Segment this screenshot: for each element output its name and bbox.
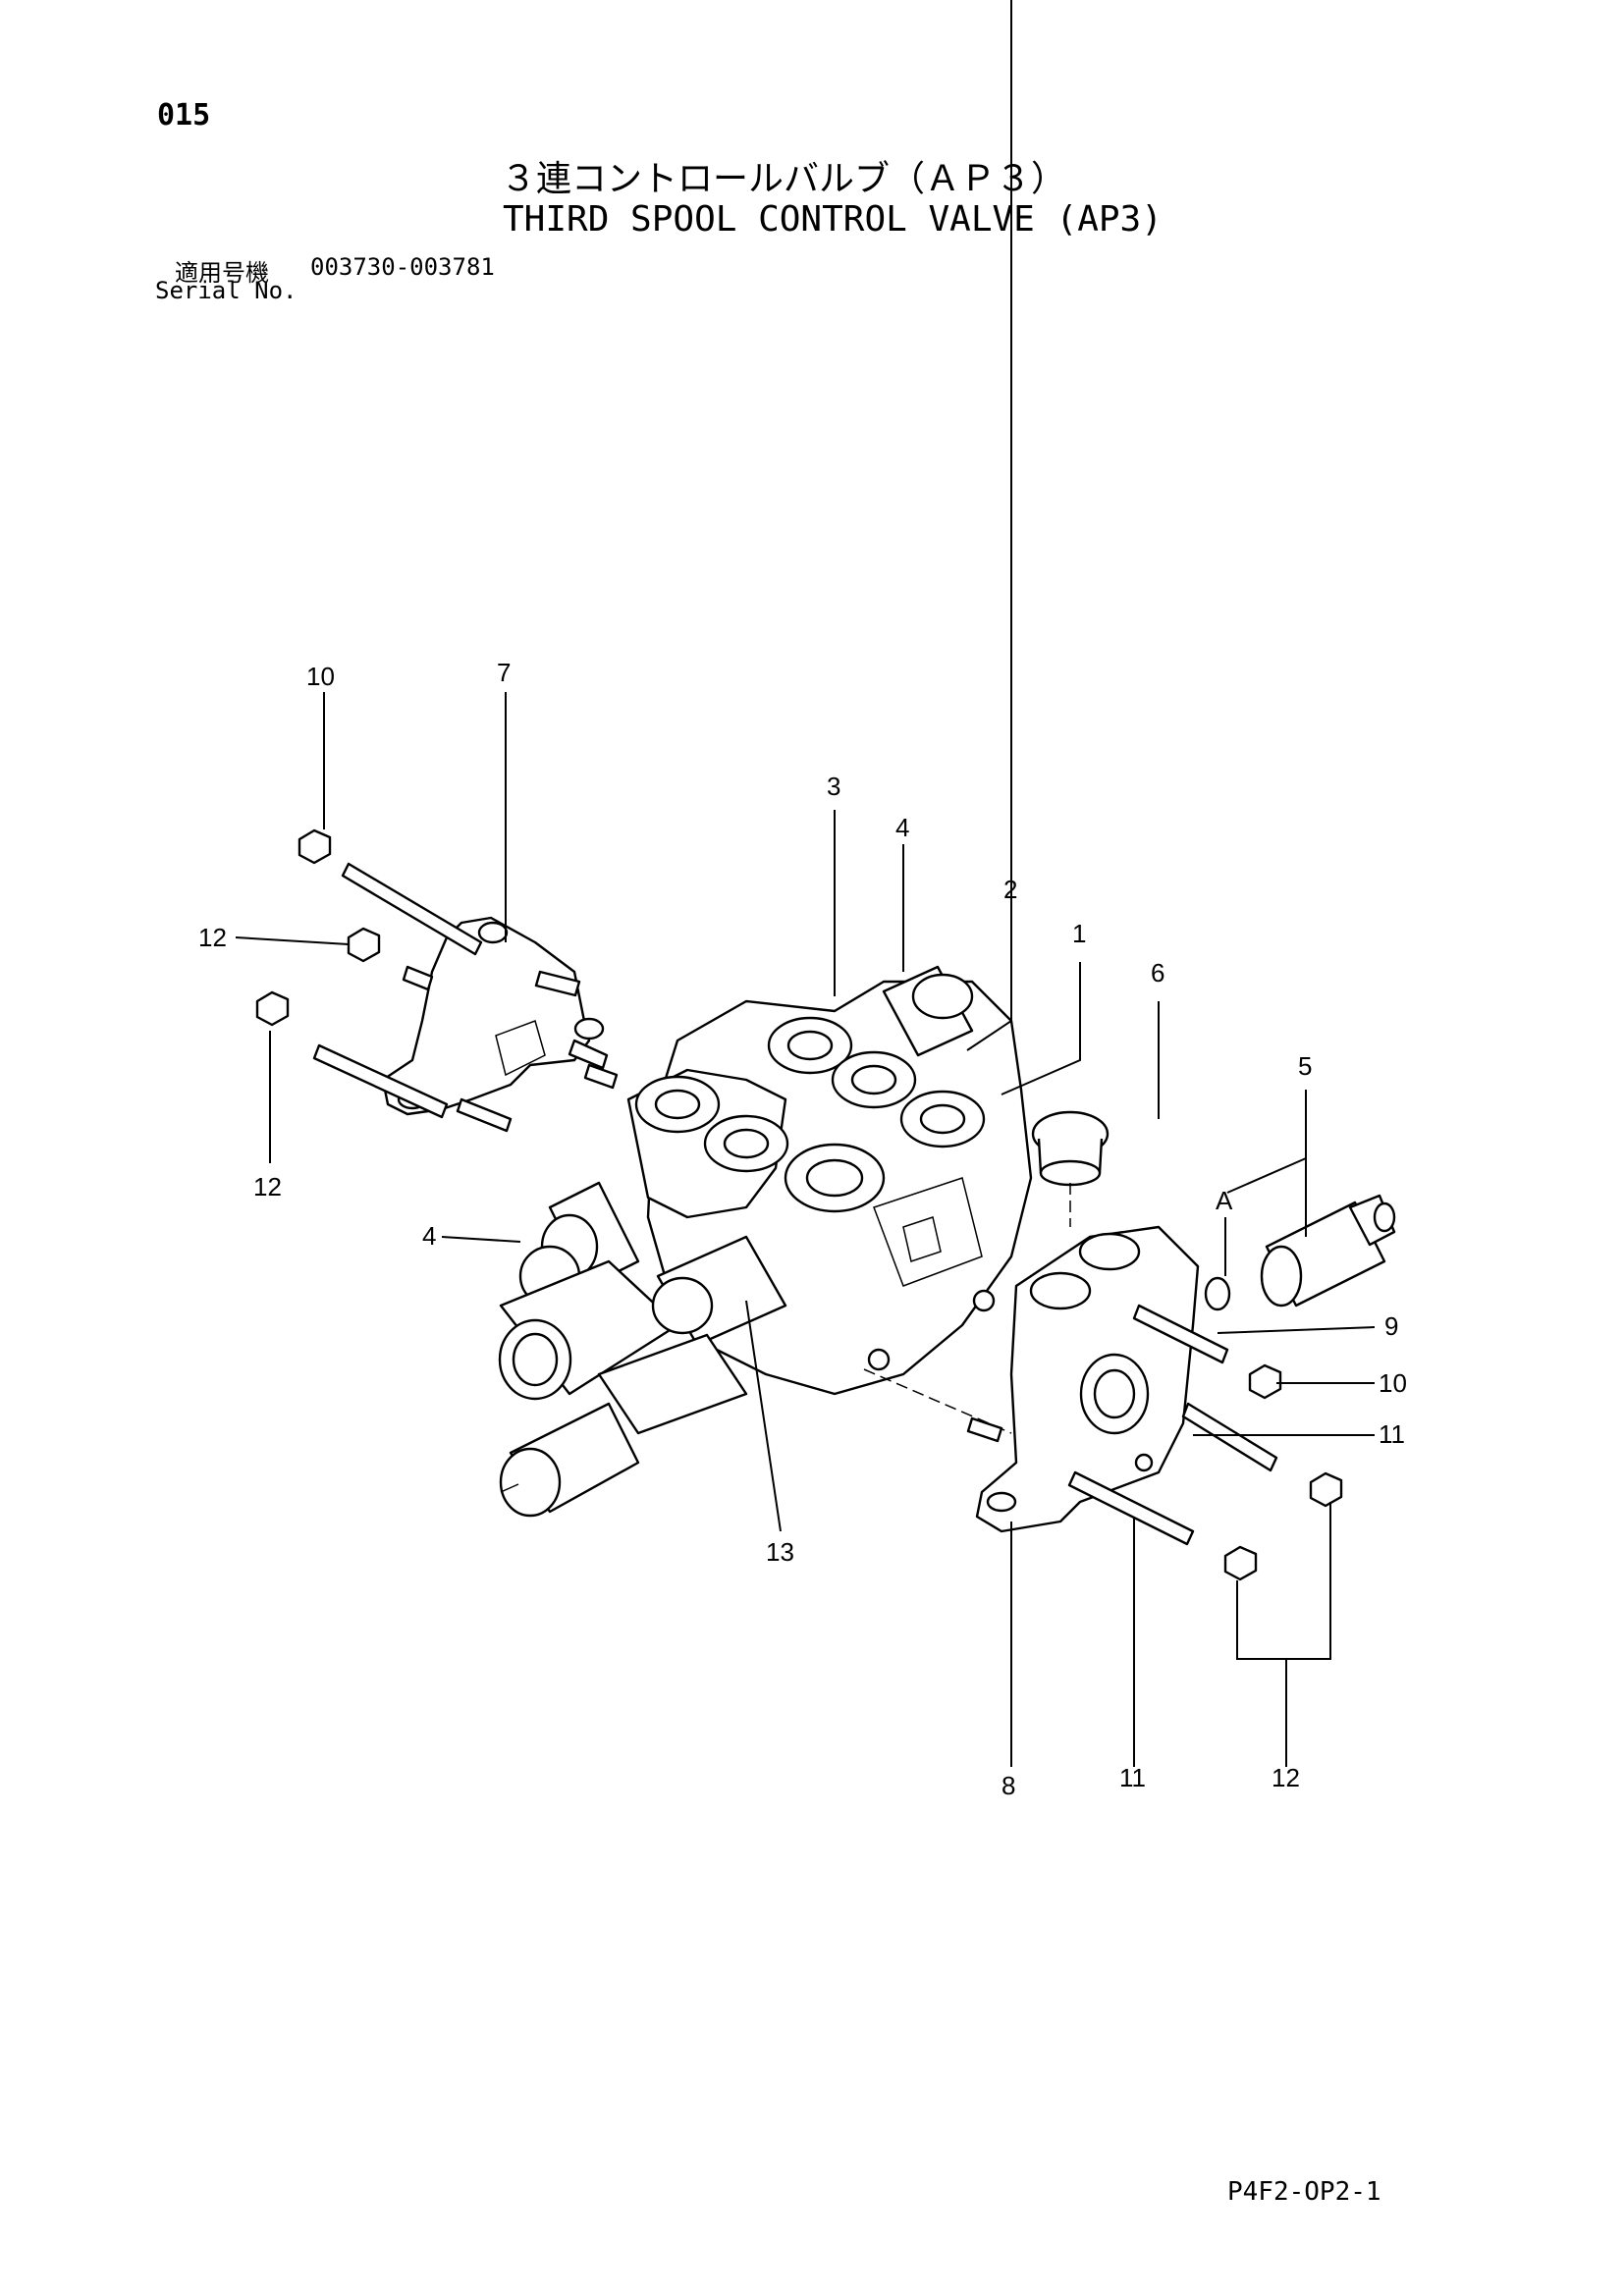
page-code: P4F2-OP2-1 — [1227, 2177, 1381, 2207]
callout-10-right: 10 — [1379, 1368, 1407, 1398]
title-japanese: ３連コントロールバルブ（ＡＰ３） — [501, 159, 1067, 199]
end-plate-left — [381, 916, 605, 1116]
serial-label-english: Serial No. — [155, 277, 298, 304]
callout-9: 9 — [1384, 1311, 1398, 1341]
callout-4-lower: 4 — [422, 1221, 436, 1251]
callout-a: A — [1216, 1186, 1233, 1215]
stud-bolts-right — [966, 1304, 1278, 1546]
callout-1: 1 — [1072, 919, 1086, 948]
callout-13: 13 — [766, 1537, 794, 1567]
stud-bolts-left — [312, 862, 619, 1133]
nuts-right — [1223, 1363, 1343, 1581]
plug — [1031, 1110, 1110, 1187]
end-plate-right — [975, 1225, 1200, 1533]
serial-range: 003730-003781 — [310, 253, 495, 281]
callout-labels: 10 7 12 12 3 4 2 1 6 5 A 4 9 10 11 13 8 … — [198, 658, 1407, 1800]
callout-4-upper: 4 — [895, 813, 909, 842]
callout-12-upper-left: 12 — [198, 923, 227, 952]
callout-11-right: 11 — [1379, 1419, 1405, 1449]
callout-12-lower-left: 12 — [253, 1172, 282, 1201]
callout-5: 5 — [1298, 1051, 1312, 1081]
callout-11-bottom: 11 — [1119, 1763, 1146, 1792]
callout-2: 2 — [1003, 875, 1017, 904]
o-ring — [1204, 1276, 1231, 1311]
callout-12-bottom: 12 — [1272, 1763, 1300, 1792]
relief-valve — [1260, 1194, 1396, 1308]
spool-caps — [498, 965, 974, 1518]
nuts-left — [255, 828, 381, 1027]
callout-10-left: 10 — [306, 662, 335, 691]
callout-8: 8 — [1001, 1771, 1015, 1800]
callout-3: 3 — [827, 772, 840, 801]
title-english: THIRD SPOOL CONTROL VALVE (AP3) — [503, 199, 1163, 240]
page-number: 015 — [157, 98, 211, 133]
callout-7: 7 — [497, 658, 511, 687]
callout-6: 6 — [1151, 958, 1164, 988]
leader-lines — [235, 0, 1376, 1767]
serial-label-japanese: 適用号機 — [175, 259, 269, 287]
